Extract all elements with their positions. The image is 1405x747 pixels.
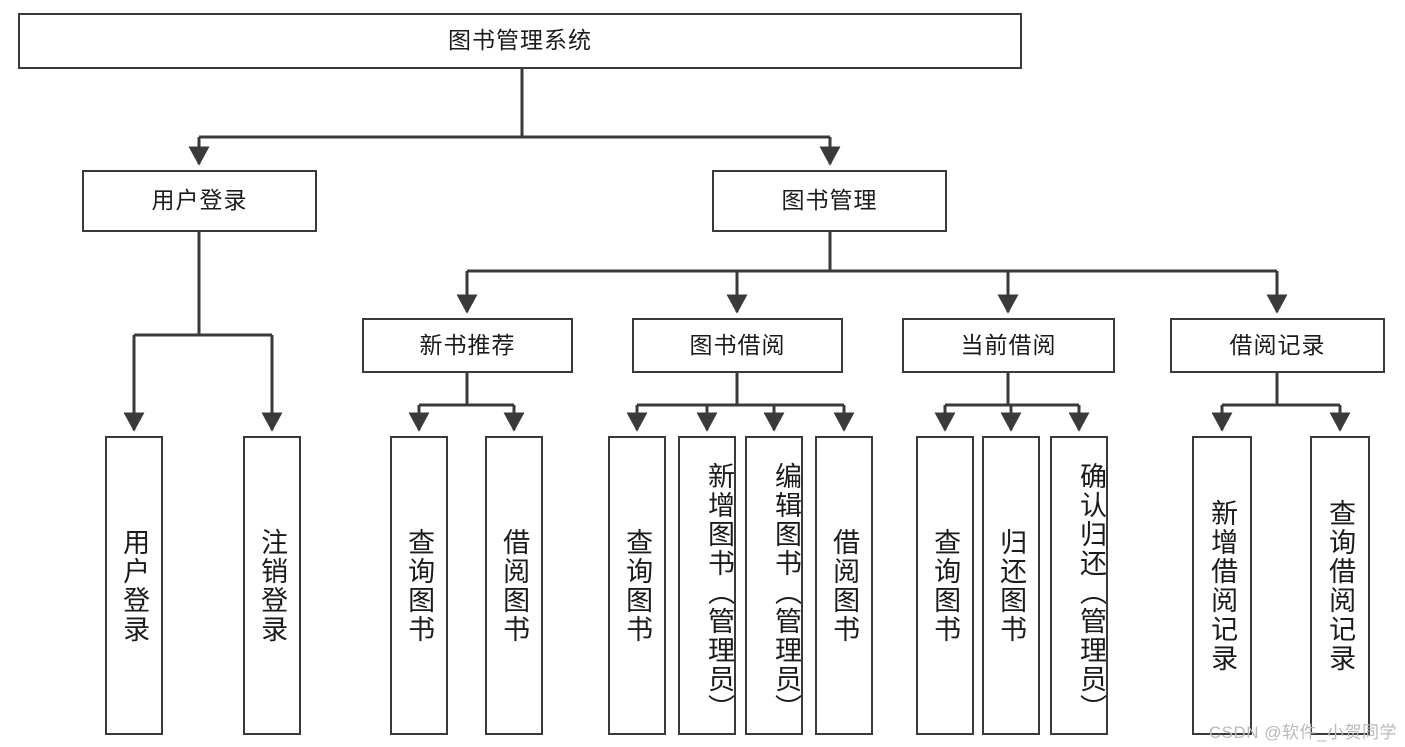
node-borrow-record[interactable]: 借阅记录 — [1170, 318, 1385, 373]
node-root[interactable]: 图书管理系统 — [18, 13, 1022, 69]
leaf-add-book-admin[interactable]: 新增图书（管理员） — [678, 436, 736, 735]
leaf-query-book-borrow[interactable]: 查询图书 — [608, 436, 666, 735]
leaf-add-borrow-record[interactable]: 新增借阅记录 — [1192, 436, 1252, 735]
node-current-borrow[interactable]: 当前借阅 — [902, 318, 1115, 373]
csdn-watermark: CSDN @软件_小贺同学 — [1208, 723, 1397, 742]
leaf-query-borrow-record[interactable]: 查询借阅记录 — [1310, 436, 1370, 735]
leaf-logout[interactable]: 注销登录 — [243, 436, 301, 735]
leaf-return-book[interactable]: 归还图书 — [982, 436, 1040, 735]
node-new-book-recommend[interactable]: 新书推荐 — [362, 318, 573, 373]
leaf-edit-book-admin[interactable]: 编辑图书（管理员） — [745, 436, 803, 735]
leaf-confirm-return-admin[interactable]: 确认归还（管理员） — [1050, 436, 1108, 735]
leaf-user-login[interactable]: 用户登录 — [105, 436, 163, 735]
node-book-management[interactable]: 图书管理 — [712, 170, 947, 232]
leaf-query-book-new[interactable]: 查询图书 — [390, 436, 448, 735]
leaf-borrow-book-new[interactable]: 借阅图书 — [485, 436, 543, 735]
node-book-borrow[interactable]: 图书借阅 — [632, 318, 843, 373]
leaf-borrow-book[interactable]: 借阅图书 — [815, 436, 873, 735]
leaf-query-book-current[interactable]: 查询图书 — [916, 436, 974, 735]
node-user-login[interactable]: 用户登录 — [82, 170, 317, 232]
